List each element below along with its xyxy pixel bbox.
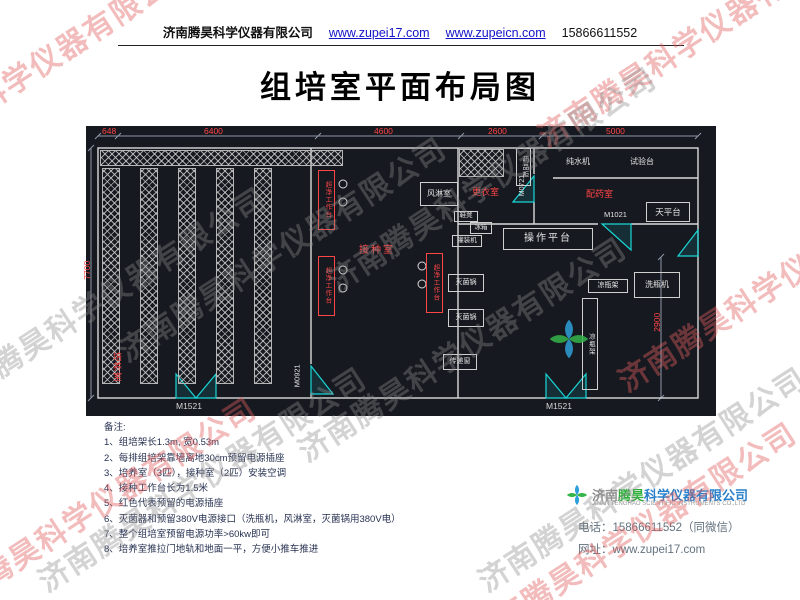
bottle-rack: 凉瓶架 xyxy=(588,279,628,293)
balance-table: 天平台 xyxy=(646,202,690,222)
dim-2600: 2600 xyxy=(488,126,507,136)
culture-rack xyxy=(216,168,234,384)
footer-company: 济南腾昊科学仪器有限公司 xyxy=(592,485,748,504)
door-m1021: M1021 xyxy=(604,210,627,219)
footer-web-line: 网址：www.zupei17.com xyxy=(578,541,705,557)
dim-6400: 6400 xyxy=(204,126,223,136)
footer-phone-label: 电话： xyxy=(578,522,613,534)
logo-flower-icon xyxy=(549,319,589,359)
note-line: 5、红色代表预留的电源插座 xyxy=(104,498,224,510)
note-line: 7、整个组培室预留电源功率>60kw即可 xyxy=(104,529,271,541)
sterilizer: 灭菌锅 xyxy=(448,274,484,292)
pass-window: 传递窗 xyxy=(443,354,477,370)
door-m1521-left: M1521 xyxy=(176,401,202,411)
header-link-zupeicn[interactable]: www.zupeicn.com xyxy=(445,26,546,40)
medicine-cabinet: 药品柜 xyxy=(516,148,531,186)
dim-5000: 5000 xyxy=(606,126,625,136)
footer-phone: 15866611552（同微信） xyxy=(612,522,740,534)
note-line: 4、接种工作台长为1.5米 xyxy=(104,483,208,495)
dim-648: 648 xyxy=(102,126,117,136)
floor-plan-canvas: 648 6400 4600 2600 5000 7700 2900 培养室 接种… xyxy=(82,126,716,416)
door-m1521-right: M1521 xyxy=(546,401,572,411)
footer-subtitle: JINAN TENGHAO SCIENTIFIC INSTRUMENTS CO.… xyxy=(592,501,746,507)
header-divider xyxy=(118,45,684,46)
footer-phone-line: 电话：15866611552（同微信） xyxy=(578,519,740,535)
bottle-washer: 洗瓶机 xyxy=(634,272,680,298)
footer-company-brand: 腾昊 xyxy=(618,488,645,503)
footer-logo-icon xyxy=(566,484,588,506)
clean-bench: 超净工作台 xyxy=(426,253,443,313)
footer-web[interactable]: www.zupei17.com xyxy=(612,544,706,556)
room-changing-label: 更衣室 xyxy=(472,187,500,197)
header-phone: 15866611552 xyxy=(561,26,638,40)
culture-rack xyxy=(254,168,272,384)
culture-rack xyxy=(140,168,158,384)
page-title: 组培室平面布局图 xyxy=(260,70,540,105)
note-line: 1、组培架长1.3m, 宽0.53m xyxy=(104,437,220,449)
fridge: 冰箱 xyxy=(470,222,492,234)
clean-bench: 超净工作台 xyxy=(318,256,335,316)
clean-bench: 超净工作台 xyxy=(318,170,335,230)
note-line: 6、灭菌器和预留380V电源接口（洗瓶机，风淋室，灭菌锅用380V电） xyxy=(104,513,401,525)
filling-machine: 灌装机 xyxy=(452,235,482,247)
door-symbols xyxy=(175,174,699,399)
pure-water-machine-label: 纯水机 xyxy=(566,157,590,166)
dim-2900: 2900 xyxy=(652,312,663,332)
header-link-zupei17[interactable]: www.zupei17.com xyxy=(328,26,430,40)
test-bench-label: 试验台 xyxy=(630,157,654,166)
footer-company-city: 济南 xyxy=(592,488,619,503)
note-line: 3、培养室（3匹），接种室（2匹）安装空调 xyxy=(104,467,287,479)
note-line: 8、培养室推拉门地轨和地面一平，方便小推车推进 xyxy=(104,544,319,556)
door-m0921: M0921 xyxy=(292,364,302,388)
notes-block: 备注: 1、组培架长1.3m, 宽0.53m 2、每排组培架靠墙离地30cm预留… xyxy=(104,420,401,558)
door-m0721: M0721 xyxy=(519,174,527,197)
room-culture-label: 培养室 xyxy=(112,352,122,382)
bottle-rack: 凉瓶架 xyxy=(582,298,598,390)
notes-label: 备注: xyxy=(104,422,126,433)
shoe-bench: 鞋凳 xyxy=(454,211,478,222)
culture-rack xyxy=(178,168,196,384)
top-shelf-rack xyxy=(100,150,343,166)
dim-7700: 7700 xyxy=(82,260,93,280)
header-company: 济南腾昊科学仪器有限公司 xyxy=(162,26,313,40)
culture-rack xyxy=(102,168,120,384)
footer-company-rest: 科学仪器有限公司 xyxy=(644,488,749,503)
note-line: 2、每排组培架靠墙离地30cm预留电源插座 xyxy=(104,452,285,464)
braced-cabinet xyxy=(459,149,504,177)
footer-web-label: 网址： xyxy=(578,544,613,556)
sterilizer: 灭菌锅 xyxy=(448,309,484,327)
room-inoculation-label: 接种室 xyxy=(359,245,395,256)
stool-circles xyxy=(338,179,427,293)
room-air-shower: 风淋室 xyxy=(420,182,458,206)
plan-lines xyxy=(87,132,702,402)
walls xyxy=(97,147,699,399)
operation-platform: 操作平台 xyxy=(503,228,593,250)
header: 济南腾昊科学仪器有限公司 www.zupei17.com www.zupeicn.c… xyxy=(0,22,800,41)
room-dispensing-label: 配药室 xyxy=(586,189,614,199)
dim-4600: 4600 xyxy=(374,126,393,136)
